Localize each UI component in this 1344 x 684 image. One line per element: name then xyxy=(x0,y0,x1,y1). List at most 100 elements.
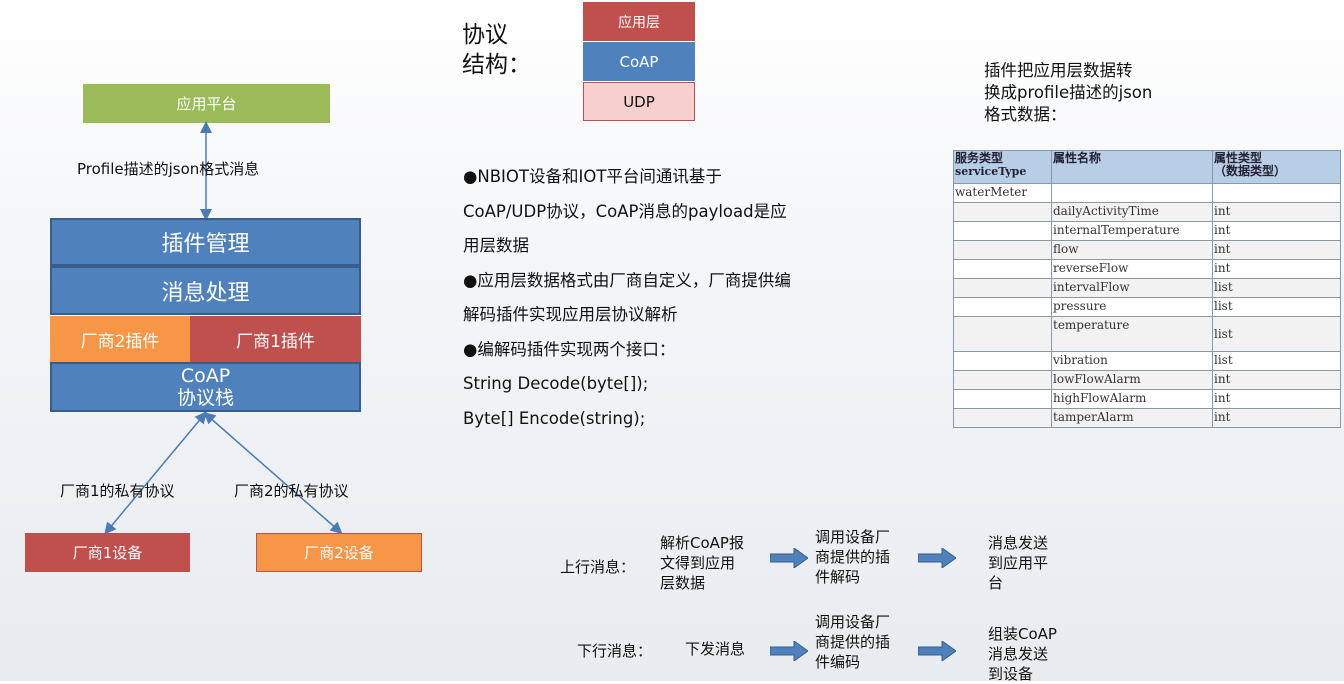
table-row: tamperAlarm int xyxy=(953,408,1341,428)
bullet-list: ●NBIOT设备和IOT平台间通讯基于 CoAP/UDP协议，CoAP消息的pa… xyxy=(463,160,791,436)
service-cell: waterMeter xyxy=(953,183,1052,203)
profile-label: Profile描述的json格式消息 xyxy=(77,160,260,178)
upstream-step-2: 调用设备厂 商提供的插 件解码 xyxy=(815,528,891,586)
upstream-step-3: 消息发送 到应用平 台 xyxy=(988,534,1049,592)
vendor1-device-box: 厂商1设备 xyxy=(25,533,190,572)
property-type-cell: list xyxy=(1212,297,1341,317)
property-name-cell: temperature xyxy=(1051,316,1213,352)
vendor1-arrow xyxy=(104,411,207,535)
arrow-right-icon xyxy=(770,641,808,661)
property-type-cell: list xyxy=(1212,316,1341,352)
property-type-cell: int xyxy=(1212,202,1341,222)
msg-processing-box: 消息处理 xyxy=(50,266,361,315)
downstream-step-1: 下发消息 xyxy=(685,640,746,658)
downstream-label: 下行消息： xyxy=(577,642,653,660)
property-name-cell: highFlowAlarm xyxy=(1051,389,1213,409)
arrow-right-icon xyxy=(918,548,956,568)
property-name-cell: dailyActivityTime xyxy=(1051,202,1213,222)
header-property-type: 属性类型（数据类型） xyxy=(1212,150,1341,184)
bullet-line: ●应用层数据格式由厂商自定义，厂商提供编 xyxy=(463,270,791,290)
service-cell xyxy=(953,389,1052,409)
vendor2-device-label: 厂商2设备 xyxy=(304,544,374,562)
service-cell xyxy=(953,278,1052,298)
bullet-line: CoAP/UDP协议，CoAP消息的payload是应 xyxy=(463,201,787,221)
property-name-cell: internalTemperature xyxy=(1051,221,1213,241)
table-row: lowFlowAlarm int xyxy=(953,370,1341,390)
property-type-cell: int xyxy=(1212,240,1341,260)
vendor2-protocol-label: 厂商2的私有协议 xyxy=(234,482,349,500)
service-cell xyxy=(953,370,1052,390)
table-row: vibration list xyxy=(953,351,1341,371)
header-property-name: 属性名称 xyxy=(1051,150,1213,184)
layer-application: 应用层 xyxy=(583,2,695,41)
table-row: flow int xyxy=(953,240,1341,260)
service-cell xyxy=(953,221,1052,241)
table-row: temperature list xyxy=(953,316,1341,352)
service-cell xyxy=(953,259,1052,279)
property-type-cell: list xyxy=(1212,351,1341,371)
table-row: reverseFlow int xyxy=(953,259,1341,279)
property-name-cell: pressure xyxy=(1051,297,1213,317)
property-name-cell: lowFlowAlarm xyxy=(1051,370,1213,390)
table-row: dailyActivityTime int xyxy=(953,202,1341,222)
note-line: 格式数据： xyxy=(984,105,1067,124)
downstream-step-3: 组装CoAP 消息发送 到设备 xyxy=(988,625,1057,683)
connector-arrows xyxy=(104,121,343,535)
property-type-cell: int xyxy=(1212,221,1341,241)
upstream-label: 上行消息： xyxy=(560,558,636,576)
upstream-step-1: 解析CoAP报 文得到应用 层数据 xyxy=(660,534,744,592)
protocol-label-1: 协议 xyxy=(462,22,508,48)
downstream-step-2: 调用设备厂 商提供的插 件编码 xyxy=(815,613,891,671)
vendor2-plugin-label: 厂商2插件 xyxy=(80,331,160,352)
property-name-cell: flow xyxy=(1051,240,1213,260)
coap-stack-label: CoAP xyxy=(180,365,231,387)
property-name-cell: intervalFlow xyxy=(1051,278,1213,298)
table-row: highFlowAlarm int xyxy=(953,389,1341,409)
bullet-line: ●编解码插件实现两个接口： xyxy=(463,339,676,359)
bullet-line: Byte[] Encode(string); xyxy=(463,408,646,428)
plugin-mgmt-label: 插件管理 xyxy=(161,232,250,257)
service-cell xyxy=(953,351,1052,371)
vendor2-plugin-box: 厂商2插件 xyxy=(50,316,190,362)
vendor1-protocol-label: 厂商1的私有协议 xyxy=(60,482,175,500)
bullet-line: 解码插件实现应用层协议解析 xyxy=(463,305,678,324)
protocol-label-2: 结构： xyxy=(462,52,531,78)
coap-stack-label-2: 协议栈 xyxy=(176,387,234,409)
msg-processing-label: 消息处理 xyxy=(161,280,250,306)
vendor1-plugin-label: 厂商1插件 xyxy=(236,331,315,352)
vendor2-arrow xyxy=(203,412,343,534)
table-row: internalTemperature int xyxy=(953,221,1341,241)
service-cell xyxy=(953,297,1052,317)
service-cell xyxy=(953,240,1052,260)
platform-box: 应用平台 xyxy=(83,84,330,123)
layer-udp: UDP xyxy=(583,82,695,121)
protocol-label: 协议结构： xyxy=(462,20,531,80)
table-row: intervalFlow list xyxy=(953,278,1341,298)
layer-label: UDP xyxy=(623,92,655,111)
note-line: 换成profile描述的json xyxy=(984,83,1153,102)
property-name-cell: reverseFlow xyxy=(1051,259,1213,279)
bullet-line: String Decode(byte[]); xyxy=(463,374,649,393)
bullet-line: ●NBIOT设备和IOT平台间通讯基于 xyxy=(463,167,722,186)
service-cell xyxy=(953,408,1052,428)
bullet-line: 用层数据 xyxy=(463,236,529,255)
vendor1-plugin-box: 厂商1插件 xyxy=(190,316,361,362)
plugin-mgmt-box: 插件管理 xyxy=(50,218,361,266)
service-cell xyxy=(953,202,1052,222)
plugin-note: 插件把应用层数据转 换成profile描述的json 格式数据： xyxy=(984,60,1152,126)
property-type-cell: int xyxy=(1212,259,1341,279)
property-type-cell: int xyxy=(1212,408,1341,428)
property-type-cell: list xyxy=(1212,278,1341,298)
arrow-right-icon xyxy=(918,641,956,661)
table-row: pressure list xyxy=(953,297,1341,317)
vendor2-device-box: 厂商2设备 xyxy=(256,533,422,572)
arrow-right-icon xyxy=(770,548,808,568)
property-name-cell: vibration xyxy=(1051,351,1213,371)
property-name-cell: tamperAlarm xyxy=(1051,408,1213,428)
property-type-cell: int xyxy=(1212,370,1341,390)
layer-label: CoAP xyxy=(619,52,659,71)
